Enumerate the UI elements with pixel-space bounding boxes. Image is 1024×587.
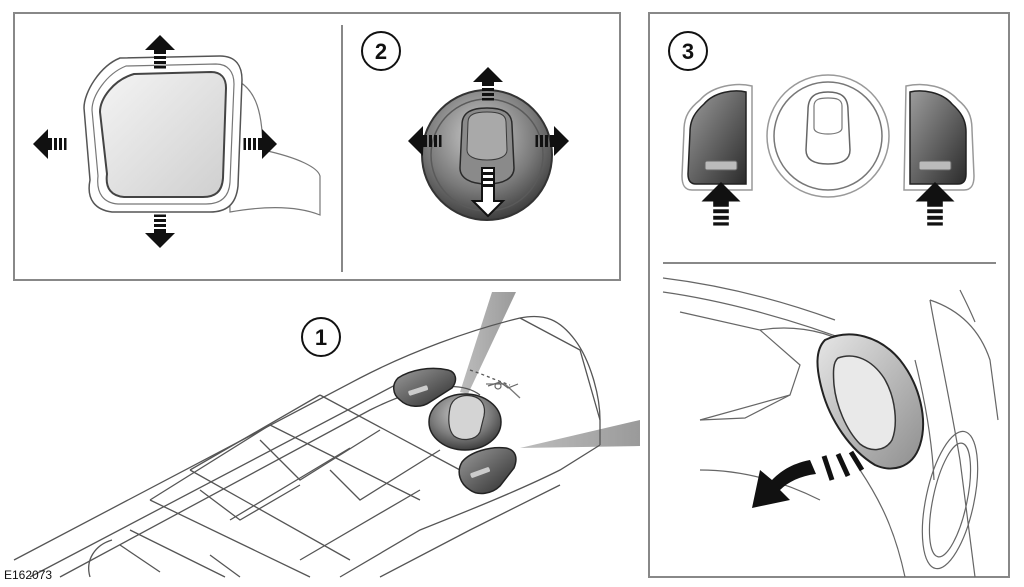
callout-2-label: 2 [375,39,387,64]
mirror-lock-symbol [487,381,519,390]
switch-button-lower [458,446,517,495]
callout-1-label: 1 [315,325,327,350]
fold-switch-left [681,83,753,191]
knob-arrow-down-icon [470,167,506,218]
callout-beam-to-knob [460,292,516,394]
door-switch-pack [13,315,601,578]
switch-button-upper [393,367,457,407]
callout-1: 1 [301,317,341,357]
fold-direction-arrow-icon [752,450,865,508]
fold-switch-right [903,83,975,191]
mirror-glass-illustration [83,55,321,216]
callout-2: 2 [361,31,401,71]
callout-3-label: 3 [682,39,694,64]
mirror-select-knob-top-view [766,74,890,198]
callout-3: 3 [668,31,708,71]
car-body-outline [662,277,999,578]
callout-beam-to-fold-switch [520,420,640,448]
mirror-joystick-knob [428,393,502,451]
side-mirror-folding [816,333,924,470]
reference-code: E162073 [4,568,53,582]
